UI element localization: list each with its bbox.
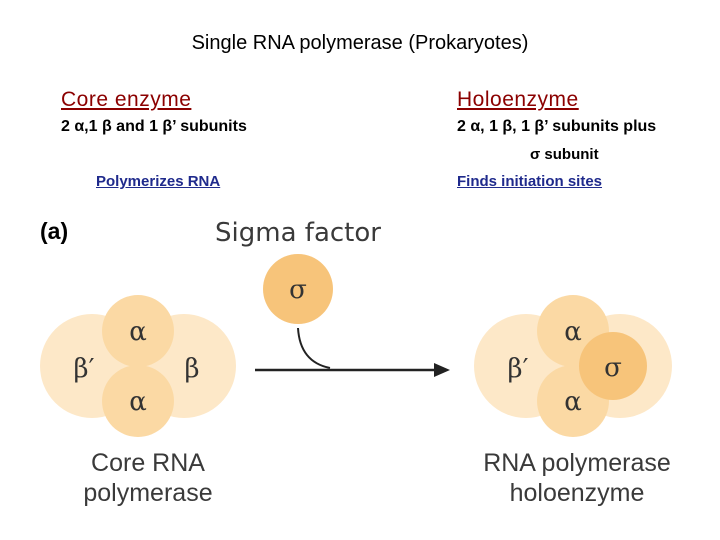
holo-sigma-subunit	[579, 332, 647, 400]
slide-title: Single RNA polymerase (Prokaryotes)	[191, 32, 529, 54]
holoenzyme-heading: Holoenzyme	[457, 88, 579, 111]
core-alpha-subunit-bottom	[102, 365, 174, 437]
holo-alpha-symbol-top: α	[564, 317, 582, 347]
panel-label: (a)	[40, 218, 69, 244]
core-enzyme-heading: Core enzyme	[61, 88, 192, 111]
holoenzyme-function[interactable]: Finds initiation sites	[457, 173, 603, 190]
core-alpha-subunit-top	[102, 295, 174, 367]
sigma-binding-curve	[297, 327, 331, 369]
holo-caption-line1: RNA polymerase	[483, 449, 671, 477]
core-beta-prime-symbol: β′	[74, 354, 95, 384]
free-sigma-symbol: σ	[289, 275, 307, 305]
holoenzyme-sigma-subunit: σ subunit	[530, 146, 599, 163]
sigma-factor-label: Sigma factor	[215, 218, 381, 248]
holoenzyme-caption: RNA polymerase holoenzyme	[452, 448, 702, 508]
holoenzyme-complex: β′ α α σ	[474, 295, 672, 437]
core-enzyme-function[interactable]: Polymerizes RNA	[96, 173, 221, 190]
core-enzyme-subunits: 2 α,1 β and 1 β’ subunits	[61, 118, 247, 135]
core-alpha-symbol-bottom: α	[129, 387, 147, 417]
core-alpha-symbol-top: α	[129, 317, 147, 347]
holo-beta-prime-symbol: β′	[508, 354, 529, 384]
free-sigma-subunit: σ	[263, 254, 333, 324]
holo-sigma-symbol: σ	[604, 353, 622, 383]
core-caption-line1: Core RNA	[91, 449, 205, 477]
reaction-arrow-head	[434, 363, 450, 377]
core-polymerase-complex: β′ β α α	[40, 295, 236, 437]
core-caption-line2: polymerase	[83, 479, 213, 507]
holo-alpha-symbol-bottom: α	[564, 387, 582, 417]
core-beta-symbol: β	[184, 354, 199, 384]
holo-caption-line2: holoenzyme	[509, 479, 645, 507]
core-polymerase-caption: Core RNA polymerase	[48, 448, 248, 508]
holoenzyme-subunits: 2 α, 1 β, 1 β’ subunits plus	[457, 118, 657, 135]
